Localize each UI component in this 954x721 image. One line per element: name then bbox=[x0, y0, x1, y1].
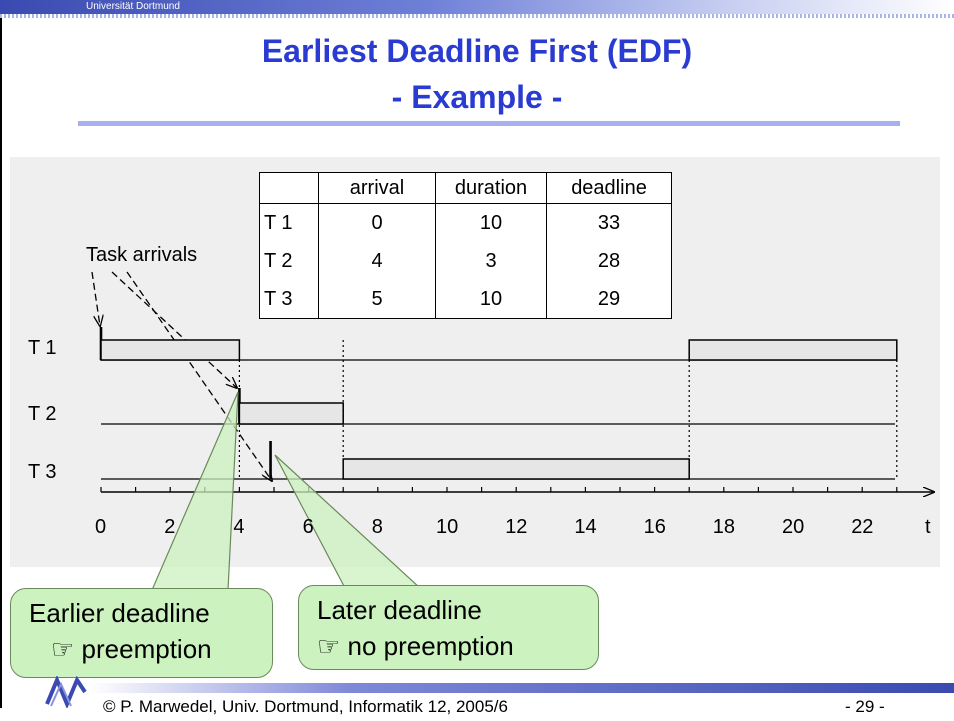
duration-cell: 3 bbox=[435, 242, 547, 280]
task-cell: T 1 bbox=[259, 203, 319, 242]
axis-tick-label: 12 bbox=[505, 516, 528, 538]
table-header-row: arrival duration deadline bbox=[259, 172, 672, 204]
callout-right-line1: Later deadline bbox=[317, 595, 482, 625]
arrival-cell: 0 bbox=[318, 203, 436, 242]
callout-left-line2: ☞ preemption bbox=[51, 634, 212, 664]
axis-tick-label: 10 bbox=[436, 516, 459, 538]
duration-cell: 10 bbox=[435, 203, 547, 242]
axis-tick-label: 6 bbox=[302, 516, 314, 538]
axis-tick-label: 18 bbox=[712, 516, 736, 538]
header-stripe bbox=[0, 14, 954, 18]
university-logo-icon bbox=[45, 676, 87, 708]
title-divider bbox=[78, 121, 900, 126]
university-label: Universität Dortmund bbox=[86, 1, 180, 12]
left-border bbox=[0, 18, 2, 708]
header-cell-duration: duration bbox=[435, 172, 547, 204]
slide-subtitle: - Example - bbox=[391, 79, 563, 115]
execution-block bbox=[100, 339, 241, 361]
task-cell: T 3 bbox=[259, 280, 319, 319]
footer-copyright: © P. Marwedel, Univ. Dortmund, Informati… bbox=[103, 697, 508, 716]
row-label-t1: T 1 bbox=[28, 337, 57, 359]
arrival-arrow bbox=[126, 271, 272, 481]
axis-tick-label: 0 bbox=[95, 516, 107, 538]
callout-earlier-deadline: Earlier deadline ☞ preemption bbox=[10, 588, 273, 678]
table-row: T 2 4 3 28 bbox=[259, 242, 672, 280]
callout-right-line2: ☞ no preemption bbox=[317, 631, 514, 661]
arrival-arrow bbox=[91, 271, 100, 326]
axis-tick-label: 14 bbox=[574, 516, 597, 538]
header-cell-deadline: deadline bbox=[546, 172, 672, 204]
axis-tick-label: 20 bbox=[782, 516, 805, 538]
execution-block bbox=[342, 458, 690, 480]
axis-tick-label: 16 bbox=[643, 516, 666, 538]
callout-later-deadline: Later deadline ☞ no preemption bbox=[298, 585, 599, 670]
table-row: T 3 5 10 29 bbox=[259, 280, 672, 319]
deadline-cell: 29 bbox=[546, 280, 672, 319]
row-label-t3: T 3 bbox=[28, 461, 57, 483]
duration-cell: 10 bbox=[435, 280, 547, 319]
row-label-t2: T 2 bbox=[28, 403, 57, 425]
task-cell: T 2 bbox=[259, 242, 319, 280]
slide-title: Earliest Deadline First (EDF) bbox=[261, 33, 693, 69]
header-cell-empty bbox=[259, 172, 319, 204]
callout-tail-left bbox=[151, 391, 239, 591]
execution-block bbox=[688, 339, 898, 361]
task-arrivals-label: Task arrivals bbox=[86, 244, 198, 266]
arrival-arrow bbox=[111, 271, 237, 388]
arrival-cell: 4 bbox=[318, 242, 436, 280]
axis-label-t: t bbox=[925, 516, 931, 538]
callout-left-line1: Earlier deadline bbox=[29, 598, 210, 628]
deadline-cell: 28 bbox=[546, 242, 672, 280]
table-row: T 1 0 10 33 bbox=[259, 203, 672, 242]
axis-tick-label: 8 bbox=[371, 516, 383, 538]
footer-bar bbox=[90, 683, 954, 693]
arrival-cell: 5 bbox=[318, 280, 436, 319]
deadline-cell: 33 bbox=[546, 203, 672, 242]
axis-tick-label: 2 bbox=[164, 516, 176, 538]
axis-tick-label: 22 bbox=[851, 516, 874, 538]
task-table: arrival duration deadline T 1 0 10 33 T … bbox=[259, 172, 672, 319]
axis-tick-label: 4 bbox=[233, 516, 245, 538]
header-cell-arrival: arrival bbox=[318, 172, 436, 204]
header-bar bbox=[0, 0, 954, 18]
page-number: - 29 - bbox=[845, 697, 885, 716]
execution-block bbox=[238, 402, 344, 425]
